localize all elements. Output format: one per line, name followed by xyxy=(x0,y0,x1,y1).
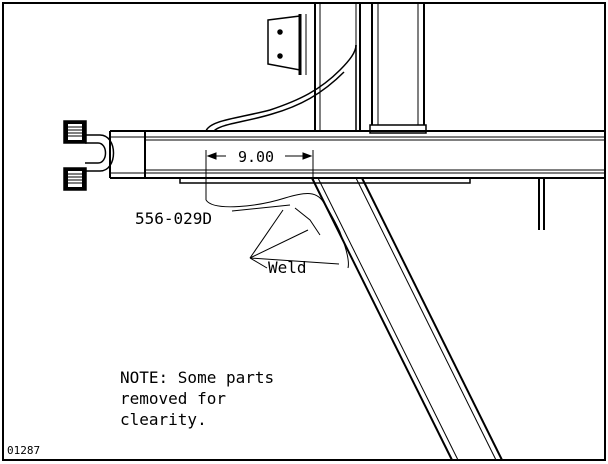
note-line-2: removed for xyxy=(120,389,226,408)
mounting-bracket xyxy=(267,14,307,75)
dimension-text: 9.00 xyxy=(238,148,274,166)
vertical-rod xyxy=(538,178,545,230)
part-number-label: 556-029D xyxy=(135,209,212,228)
note-line-3: clearity. xyxy=(120,410,207,429)
horizontal-beam xyxy=(109,130,605,184)
upright-column xyxy=(314,4,427,134)
weld-label: Weld xyxy=(268,258,307,277)
gusset-plate xyxy=(205,44,357,132)
note-line-1: NOTE: Some parts xyxy=(120,368,274,387)
bracket-hole-bottom xyxy=(277,53,283,59)
end-fitting xyxy=(63,120,115,191)
dimension-line xyxy=(205,150,314,200)
drawing-id: 01287 xyxy=(7,444,40,457)
diagonal-brace xyxy=(311,177,503,461)
bracket-hole-top xyxy=(277,29,283,35)
weld-callout xyxy=(205,177,349,269)
